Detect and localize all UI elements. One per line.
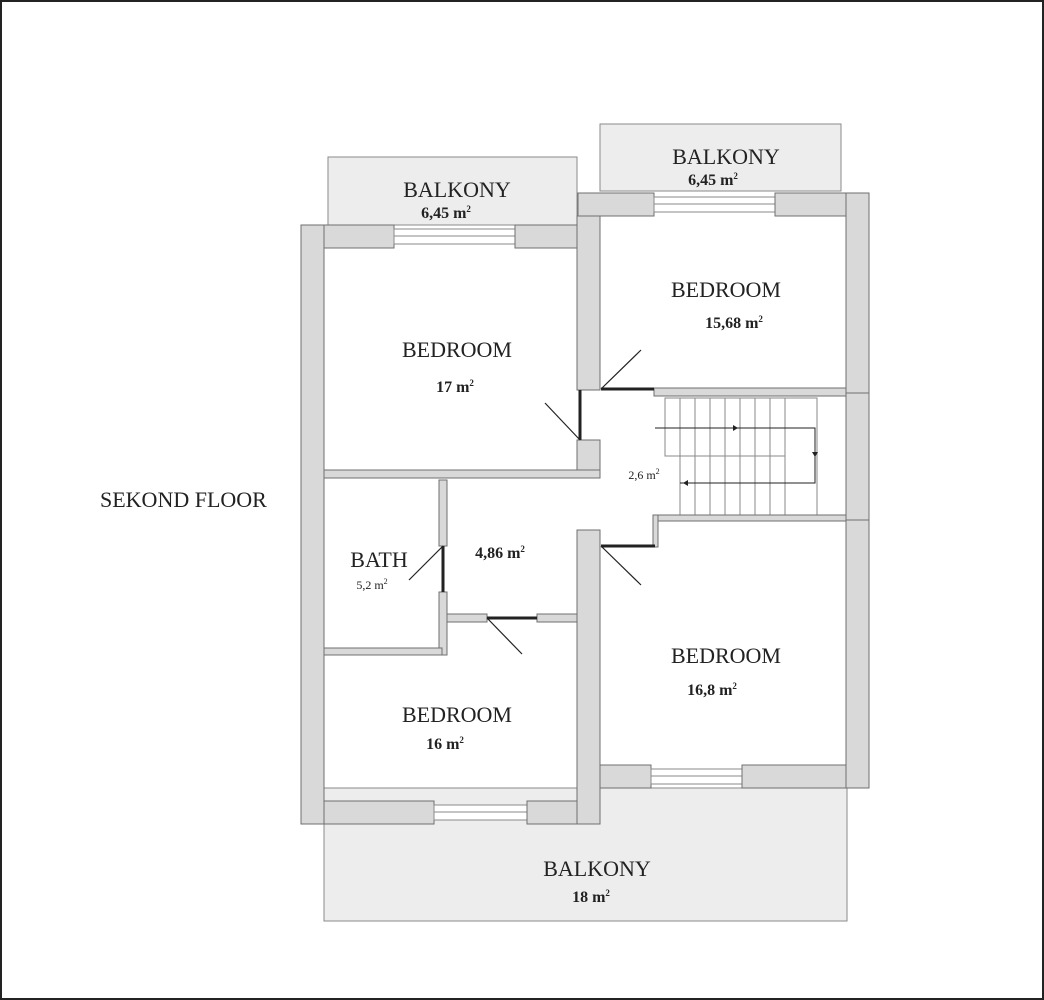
- label-bedroom-bottom-left: BEDROOM 16 m2: [402, 702, 512, 753]
- room-area: 2,6 m: [628, 468, 656, 482]
- wall-stair-bottom: [655, 514, 847, 522]
- wall-left-exterior: [300, 224, 325, 825]
- wall-center-upper: [576, 215, 601, 391]
- door-top-left-bedroom[interactable]: [544, 390, 582, 441]
- wall-bottom-right-b: [741, 764, 847, 789]
- wall-stair-right: [845, 392, 870, 521]
- wall-bath-right-upper: [438, 479, 448, 547]
- wall-bath-bottom: [323, 647, 443, 656]
- wall-bottom-left-a: [323, 800, 435, 825]
- label-stair-hall: 2,6 m2: [628, 467, 659, 482]
- area-unit-sup: 2: [384, 577, 388, 586]
- door-bath[interactable]: [408, 545, 445, 592]
- room-area: 6,45 m: [421, 205, 467, 222]
- room-name: BEDROOM: [402, 702, 512, 727]
- room-name: BALKONY: [403, 177, 511, 202]
- wall-center-lower: [576, 529, 601, 825]
- area-unit-sup: 2: [469, 378, 474, 388]
- svg-text:18 m2: 18 m2: [572, 888, 610, 906]
- wall-corridor-bottom-b: [536, 613, 578, 623]
- area-unit-sup: 2: [605, 888, 610, 898]
- room-area: 15,68 m: [705, 315, 759, 332]
- room-area: 16 m: [426, 736, 460, 753]
- room-area: 4,86 m: [475, 545, 521, 562]
- svg-text:17 m2: 17 m2: [436, 378, 474, 396]
- room-name: BALKONY: [543, 856, 651, 881]
- wall-top-right-bedroom-bottom: [653, 387, 847, 397]
- wall-bottom-left-b: [526, 800, 578, 825]
- label-bedroom-top-left: BEDROOM 17 m2: [402, 337, 512, 396]
- label-balcony-top-right: BALKONY 6,45 m2: [672, 144, 780, 189]
- svg-text:16 m2: 16 m2: [426, 735, 464, 753]
- door-bottom-left-bedroom[interactable]: [486, 616, 537, 655]
- staircase: [655, 397, 818, 517]
- area-unit-sup: 2: [758, 314, 763, 324]
- svg-text:2,6 m2: 2,6 m2: [628, 467, 659, 482]
- svg-text:6,45 m2: 6,45 m2: [421, 204, 471, 222]
- wall-top-right-a: [577, 192, 655, 217]
- svg-text:16,8 m2: 16,8 m2: [687, 681, 737, 699]
- area-unit-sup: 2: [459, 735, 464, 745]
- room-area: 18 m: [572, 889, 606, 906]
- floor-label: SEKOND FLOOR: [100, 487, 267, 512]
- label-balcony-top-left: BALKONY 6,45 m2: [403, 177, 511, 222]
- area-unit-sup: 2: [732, 681, 737, 691]
- label-bath: BATH 5,2 m2: [350, 547, 408, 592]
- area-unit-sup: 2: [520, 544, 525, 554]
- room-name: BATH: [350, 547, 408, 572]
- area-unit-sup: 2: [656, 467, 660, 476]
- wall-mid-left-horizontal: [323, 469, 601, 479]
- room-area: 17 m: [436, 379, 470, 396]
- label-bedroom-top-right: BEDROOM 15,68 m2: [671, 277, 781, 332]
- label-bedroom-bottom-right: BEDROOM 16,8 m2: [671, 643, 781, 699]
- wall-top-right-b: [774, 192, 847, 217]
- door-top-right-bedroom[interactable]: [600, 349, 654, 391]
- wall-stair-bottom-stub: [652, 514, 659, 548]
- balcony-top-left-area: [327, 156, 578, 226]
- room-name: BEDROOM: [402, 337, 512, 362]
- area-unit-sup: 2: [466, 204, 471, 214]
- wall-bottom-right-a: [599, 764, 652, 789]
- svg-text:5,2 m2: 5,2 m2: [356, 577, 387, 592]
- door-bottom-right-bedroom[interactable]: [600, 544, 655, 586]
- room-name: BEDROOM: [671, 643, 781, 668]
- room-area: 16,8 m: [687, 682, 733, 699]
- balcony-top-right-area: [599, 123, 842, 192]
- wall-bath-right-lower: [438, 591, 448, 656]
- room-area: 5,2 m: [356, 578, 384, 592]
- area-unit-sup: 2: [733, 171, 738, 181]
- room-name: BALKONY: [672, 144, 780, 169]
- svg-text:4,86 m2: 4,86 m2: [475, 544, 525, 562]
- wall-corridor-bottom-a: [446, 613, 488, 623]
- svg-text:6,45 m2: 6,45 m2: [688, 171, 738, 189]
- wall-top-left-b: [514, 224, 578, 249]
- label-corridor: 4,86 m2: [475, 544, 525, 562]
- wall-top-left-a: [323, 224, 395, 249]
- room-area: 6,45 m: [688, 172, 734, 189]
- label-balcony-bottom: BALKONY 18 m2: [543, 856, 651, 906]
- svg-text:15,68 m2: 15,68 m2: [705, 314, 763, 332]
- room-name: BEDROOM: [671, 277, 781, 302]
